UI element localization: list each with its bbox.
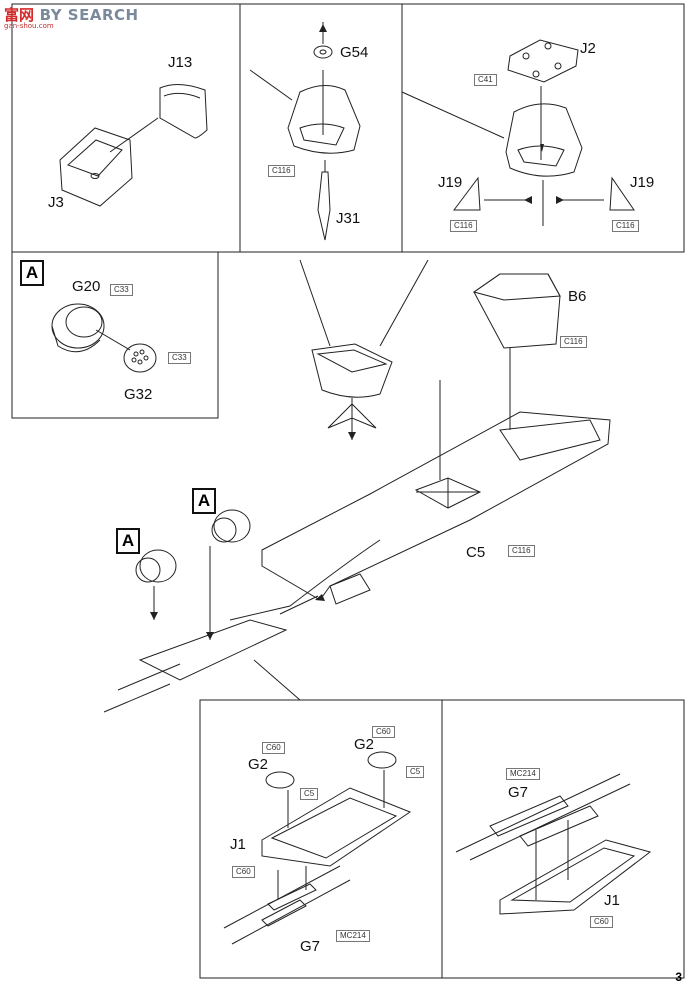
part-label: G32 <box>124 386 153 403</box>
part-code: C60 <box>590 916 613 928</box>
part-code: C5 <box>300 788 319 800</box>
watermark-en: BY SEARCH <box>39 6 139 24</box>
part-code: C116 <box>508 545 535 557</box>
part-label: J31 <box>336 210 361 227</box>
frame-bottom-right <box>441 699 685 979</box>
part-code: C60 <box>262 742 285 754</box>
watermark-cn2: 网 <box>19 6 35 24</box>
part-code: C116 <box>450 220 477 232</box>
part-code: C116 <box>560 336 587 348</box>
part-code: C33 <box>110 284 133 296</box>
frame-top-mid <box>239 3 403 253</box>
part-label: G7 <box>300 938 321 955</box>
part-code: C33 <box>168 352 191 364</box>
part-label: J1 <box>230 836 246 853</box>
part-label: J13 <box>168 54 193 71</box>
part-label: J19 <box>438 174 463 191</box>
part-label: G54 <box>340 44 369 61</box>
part-code: C5 <box>406 766 425 778</box>
part-label: B6 <box>568 288 587 305</box>
part-label: C5 <box>466 544 486 561</box>
callout-a: A <box>192 488 216 514</box>
part-code: C60 <box>232 866 255 878</box>
part-code: C41 <box>474 74 497 86</box>
part-code: MC214 <box>506 768 540 780</box>
part-code: MC214 <box>336 930 370 942</box>
part-label: J1 <box>604 892 620 909</box>
part-label: J19 <box>630 174 655 191</box>
part-label: G7 <box>508 784 529 801</box>
part-label: J2 <box>580 40 596 57</box>
page-number: 3 <box>675 970 682 984</box>
part-code: C60 <box>372 726 395 738</box>
watermark-url: gan-shou.com <box>4 22 54 30</box>
watermark-cn: 富 <box>4 6 20 24</box>
part-code: C116 <box>612 220 639 232</box>
watermark: 富网 BY SEARCH <box>4 4 139 25</box>
callout-a: A <box>20 260 44 286</box>
frame-top-left <box>11 3 241 253</box>
part-code: C116 <box>268 165 295 177</box>
frame-inset-a <box>11 251 219 419</box>
callout-a: A <box>116 528 140 554</box>
part-label: G20 <box>72 278 101 295</box>
part-label: G2 <box>354 736 375 753</box>
part-label: J3 <box>48 194 64 211</box>
frame-top-right <box>401 3 685 253</box>
part-label: G2 <box>248 756 269 773</box>
